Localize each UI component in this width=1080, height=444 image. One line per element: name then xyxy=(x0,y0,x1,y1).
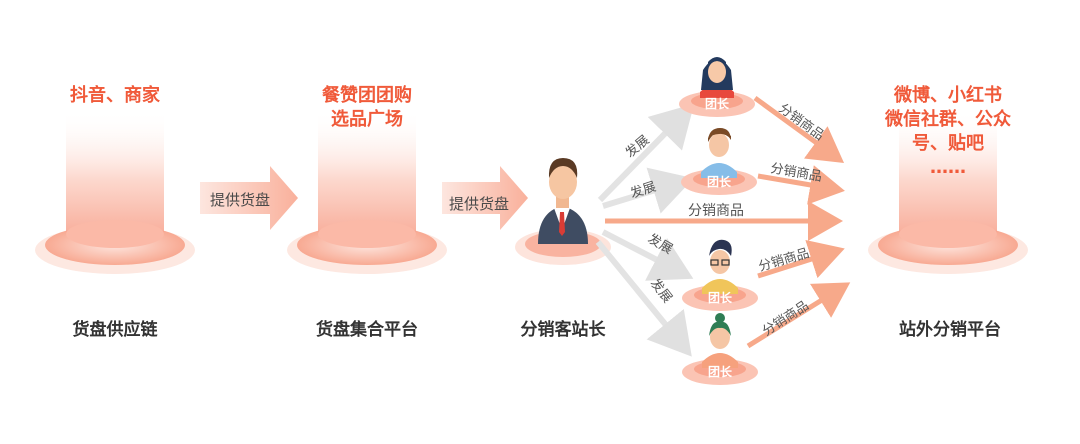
leader-avatar-2 xyxy=(701,128,737,178)
develop-label-4: 发展 xyxy=(647,276,676,306)
develop-label-2: 发展 xyxy=(628,179,658,202)
develop-label-1: 发展 xyxy=(622,132,652,161)
supply-label-1: 提供货盘 xyxy=(210,191,271,209)
stage-3-label: 分销客站长 xyxy=(520,320,606,340)
stage-2-title-line-1: 餐赞团团购 xyxy=(322,85,412,106)
stage-1-title: 抖音、商家 xyxy=(65,84,165,108)
stage-4-title-line-2: 微信社群、公众 xyxy=(885,109,1011,130)
leader-3-label: 团长 xyxy=(708,290,733,305)
platform-aggregation xyxy=(287,110,447,274)
platform-supply-chain xyxy=(35,110,195,274)
develop-arrows xyxy=(595,103,695,357)
stage-1-title-line-1: 抖音、商家 xyxy=(70,85,160,106)
stage-1-label: 货盘供应链 xyxy=(72,320,158,340)
arrow-supply-1 xyxy=(200,166,298,230)
distribute-label-5: 分销商品 xyxy=(760,298,812,339)
stationmaster-avatar xyxy=(538,158,588,244)
leader-2-label: 团长 xyxy=(707,174,732,189)
leader-avatar-3 xyxy=(702,239,738,294)
stage-4-title-line-3: 号、贴吧 xyxy=(912,133,984,154)
leader-avatar-1 xyxy=(700,57,734,98)
distribute-arrows xyxy=(605,95,851,349)
distribute-label-3: 分销商品 xyxy=(688,203,744,219)
supply-label-2: 提供货盘 xyxy=(449,195,510,213)
stage-4-title: 微博、小红书 微信社群、公众 号、贴吧 …… xyxy=(873,84,1023,180)
stage-4-title-line-1: 微博、小红书 xyxy=(894,85,1002,106)
stage-4-title-line-4: …… xyxy=(930,157,966,178)
distribute-label-1: 分销商品 xyxy=(776,101,827,144)
stage-2-title-line-2: 选品广场 xyxy=(331,109,403,130)
leader-4-label: 团长 xyxy=(708,364,733,379)
leader-1-label: 团长 xyxy=(705,96,730,111)
stage-4-label: 站外分销平台 xyxy=(899,320,1001,340)
stage-2-title: 餐赞团团购 选品广场 xyxy=(297,84,437,132)
stage-2-label: 货盘集合平台 xyxy=(316,320,418,340)
arrow-supply-2 xyxy=(442,166,528,230)
leader-avatar-4 xyxy=(702,313,738,368)
distribute-label-4: 分销商品 xyxy=(757,246,811,275)
platform-offsite xyxy=(868,110,1028,274)
